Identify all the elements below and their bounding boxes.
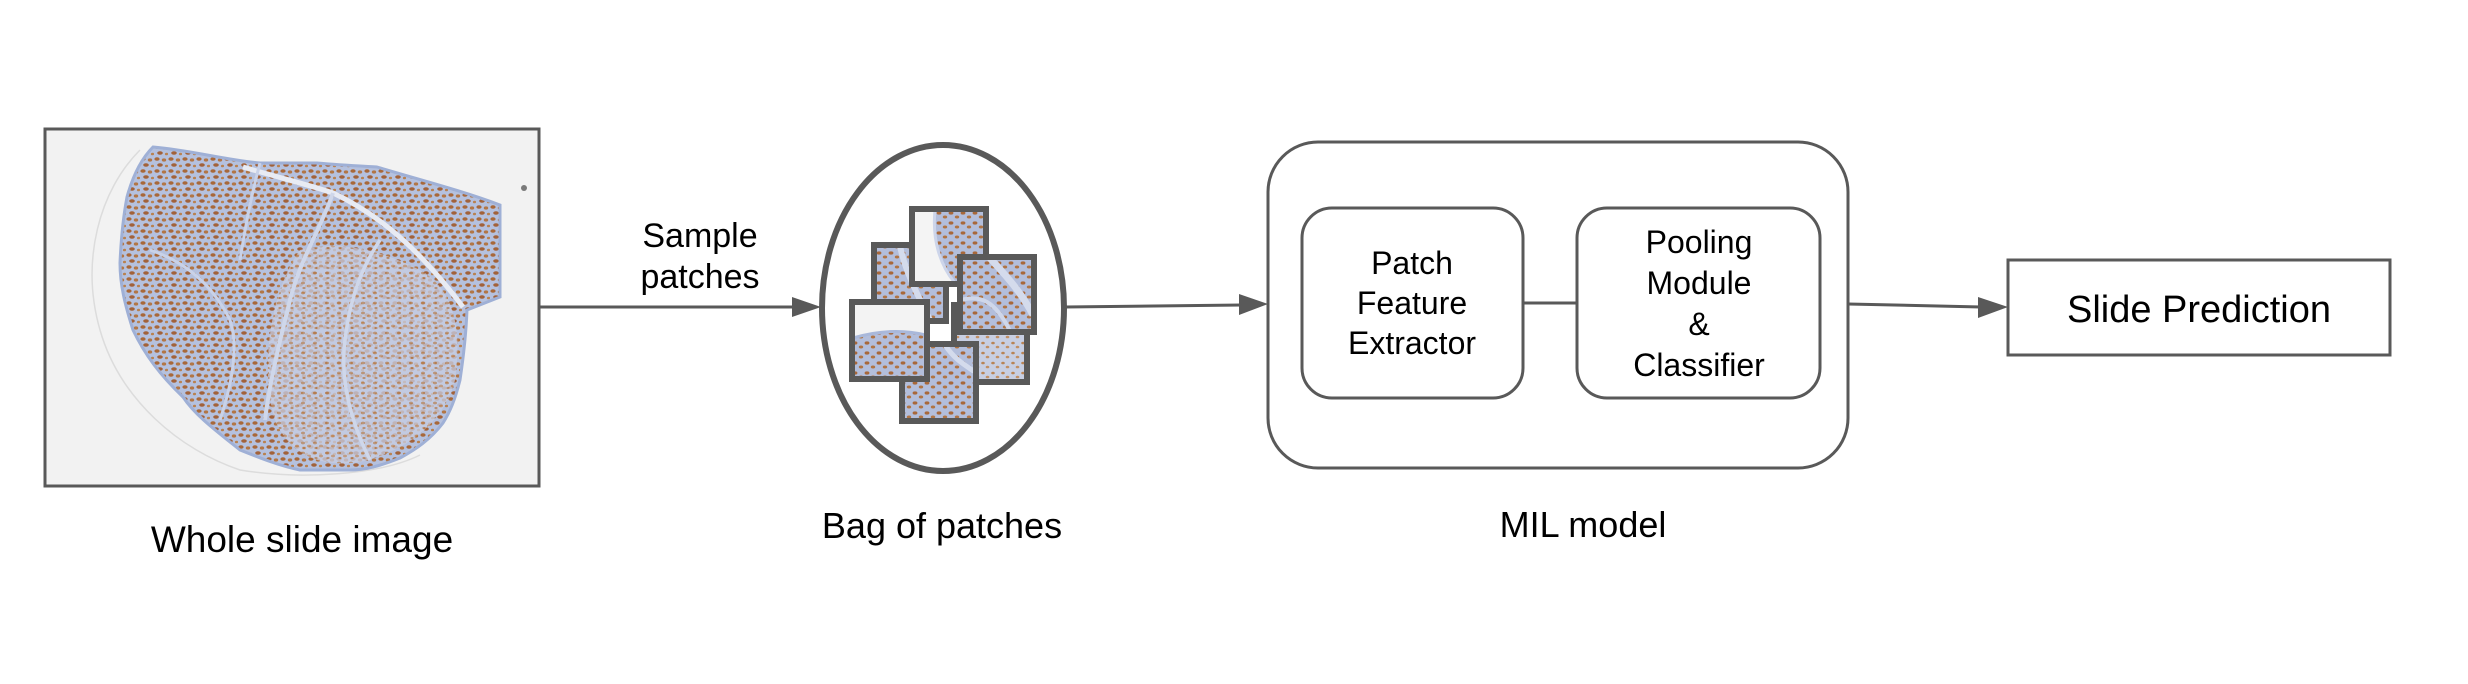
feature-extractor-line-2: Feature	[1357, 285, 1467, 321]
feature-extractor-line-3: Extractor	[1348, 325, 1476, 361]
bag-of-patches	[819, 142, 1067, 474]
tissue-stroma-vein	[242, 164, 465, 309]
edge-sample-patches: Sample patches	[539, 217, 821, 317]
patch-feature-extractor: Patch Feature Extractor	[1300, 206, 1525, 400]
pooling-classifier-line-3: &	[1688, 306, 1709, 342]
edge-bag-to-mil	[1064, 294, 1268, 315]
slide-prediction: Slide Prediction	[2006, 258, 2392, 357]
edge-line	[1064, 303, 1243, 309]
slide-artifact-dot	[521, 185, 527, 191]
bag-caption: Bag of patches	[822, 505, 1062, 546]
tissue-stroma-branch	[238, 162, 262, 261]
pooling-classifier-line-4: Classifier	[1633, 347, 1765, 383]
edge-mil-to-prediction	[1847, 297, 2008, 318]
pooling-classifier-box	[1575, 206, 1822, 400]
tissue-lighter-region	[267, 246, 458, 464]
arrowhead-icon	[1239, 294, 1268, 315]
prediction-label: Slide Prediction	[2067, 289, 2331, 331]
feature-extractor-line-1: Patch	[1371, 245, 1453, 281]
edge-line	[1847, 302, 1982, 309]
edge-label-line-2: patches	[640, 258, 759, 296]
prediction-box	[2006, 258, 2392, 357]
wsi-caption: Whole slide image	[151, 519, 453, 560]
patch-tile	[957, 254, 1037, 335]
pooling-classifier-line-2: Module	[1647, 265, 1752, 301]
arrowhead-icon	[1978, 297, 2008, 318]
tissue-stroma-branch	[149, 248, 236, 421]
tissue-halo	[91, 149, 421, 476]
mil-caption: MIL model	[1500, 504, 1667, 545]
tissue-stroma-branch	[263, 192, 335, 421]
whole-slide-image	[43, 127, 541, 488]
tissue-stroma-branch	[341, 239, 382, 461]
arrowhead-icon	[792, 297, 821, 317]
pooling-classifier-line-1: Pooling	[1646, 224, 1753, 260]
pooling-module-classifier: Pooling Module & Classifier	[1575, 206, 1822, 400]
mil-model: Patch Feature Extractor Pooling Module &…	[1266, 140, 1850, 470]
edge-label-line-1: Sample	[642, 217, 757, 255]
patch-tile	[849, 299, 930, 382]
